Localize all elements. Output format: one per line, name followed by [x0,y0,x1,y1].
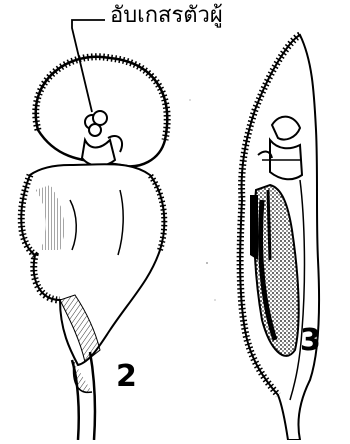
anther-label: อับเกสรตัวผู้ [110,5,223,27]
figure-2-flower [21,57,167,440]
scan-artifacts [189,99,215,300]
figure-3-flower [240,35,319,440]
figure-number-2: 2 [116,362,137,392]
figure-number-3: 3 [300,326,321,356]
